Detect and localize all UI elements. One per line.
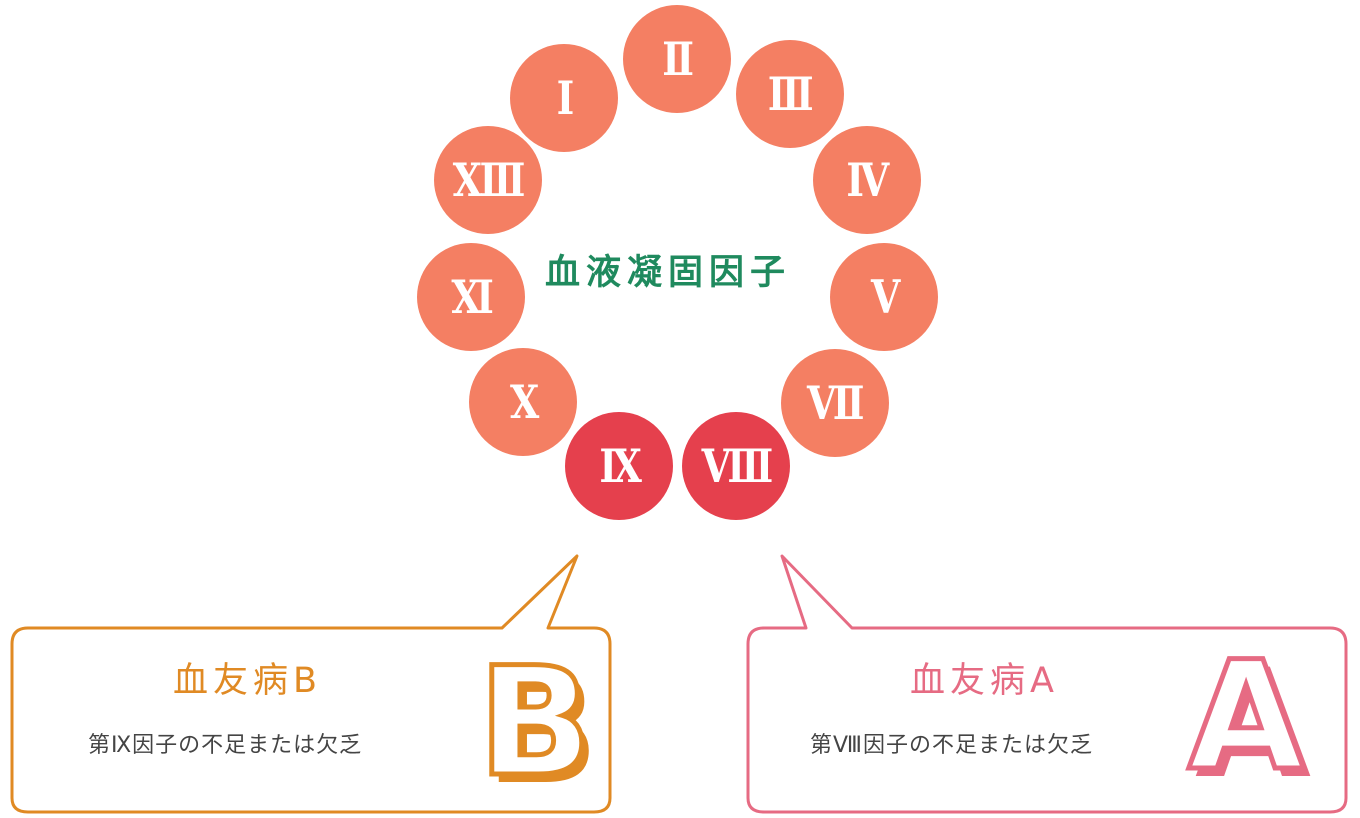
hemophilia-a-badge: A	[1185, 630, 1306, 804]
factor-label: Ⅰ	[556, 71, 574, 125]
factor-circle-10: Ⅹ	[469, 348, 577, 456]
hemophilia-b-description: 第Ⅸ因子の不足または欠乏	[88, 733, 363, 758]
diagram-title: 血液凝固因子	[545, 253, 792, 293]
hemophilia-a-title: 血友病A	[910, 661, 1059, 701]
factor-circle-9: Ⅸ	[565, 412, 673, 520]
factor-label: Ⅳ	[846, 153, 890, 207]
factor-label: Ⅷ	[701, 439, 773, 493]
factor-label: Ⅶ	[807, 376, 865, 430]
factor-label: Ⅹ	[509, 375, 539, 429]
factor-circle-1: Ⅰ	[510, 44, 618, 152]
factor-circle-13: ⅩⅢ	[434, 126, 542, 234]
factor-circle-7: Ⅶ	[781, 349, 889, 457]
hemophilia-a-bubble	[746, 554, 1348, 814]
factor-label: Ⅺ	[450, 270, 494, 324]
factor-label: ⅩⅢ	[452, 153, 526, 207]
hemophilia-b-badge-shadow: B	[485, 644, 600, 818]
factor-label: Ⅴ	[870, 270, 900, 324]
hemophilia-b-bubble	[10, 554, 612, 814]
factor-circle-5: Ⅴ	[830, 243, 938, 351]
factor-circle-4: Ⅳ	[813, 126, 921, 234]
factor-label: Ⅲ	[768, 67, 814, 121]
factor-circle-8: Ⅷ	[682, 412, 790, 520]
factor-label: Ⅸ	[598, 439, 641, 493]
hemophilia-a-badge-shadow: A	[1195, 638, 1312, 812]
factor-circle-3: Ⅲ	[736, 40, 844, 148]
hemophilia-b-title: 血友病B	[173, 661, 323, 701]
factor-circle-2: Ⅱ	[623, 5, 731, 113]
hemophilia-a-description: 第Ⅷ因子の不足または欠乏	[810, 733, 1093, 758]
factor-label: Ⅱ	[662, 32, 694, 86]
hemophilia-b-badge: B	[475, 636, 594, 810]
factor-circle-11: Ⅺ	[417, 243, 525, 351]
